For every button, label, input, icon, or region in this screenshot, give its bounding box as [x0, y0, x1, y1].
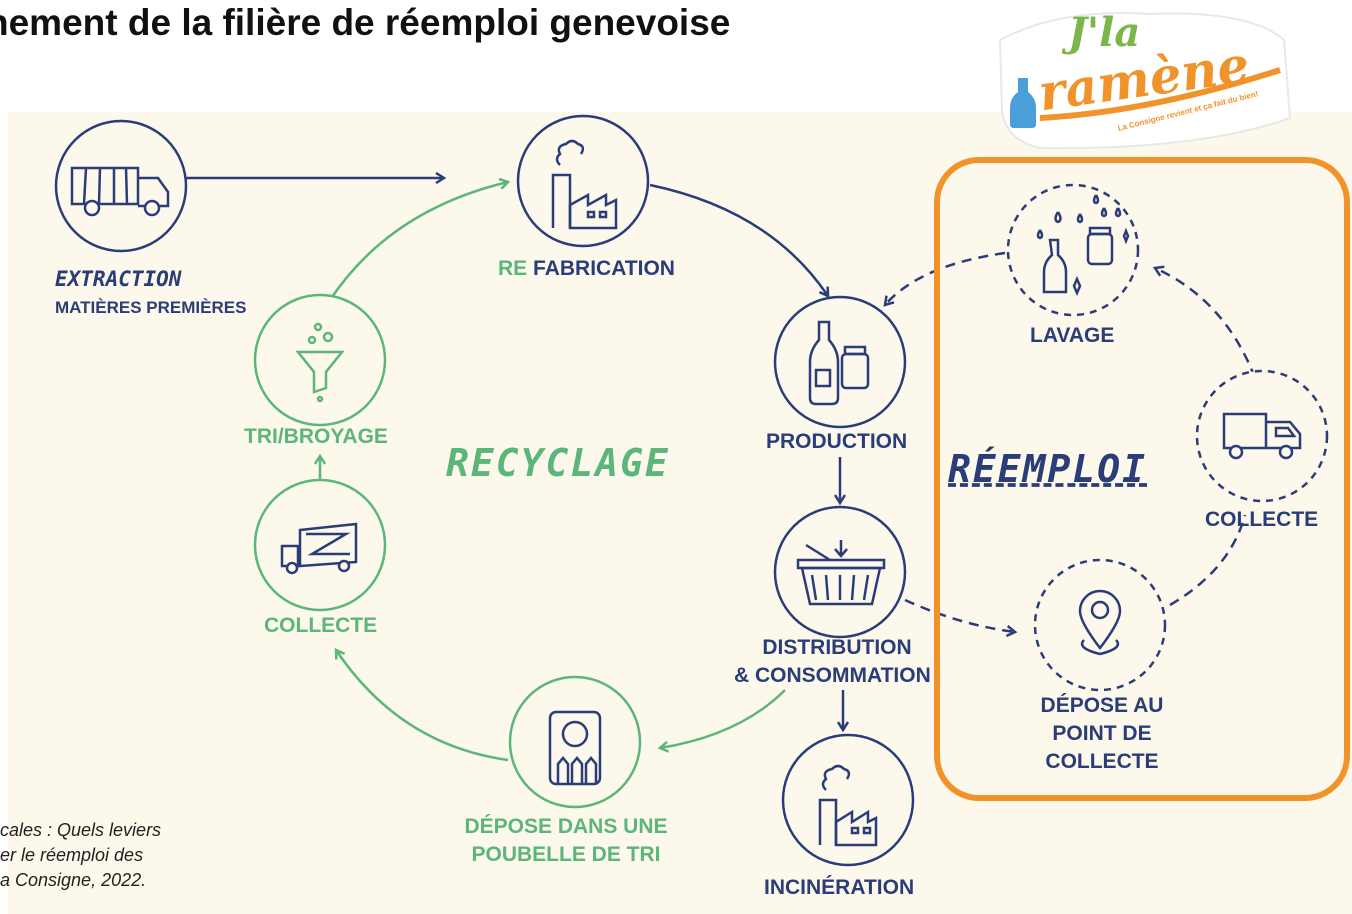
arrow-poubelle-to-collecte: [336, 650, 509, 762]
arrow-distribution-to-poubelle: [660, 689, 786, 748]
label-depose-poubelle-line1: DÉPOSE DANS UNE: [464, 815, 668, 838]
basket-icon: [773, 505, 907, 639]
label-collecte-reemploi: COLLECTE: [1205, 508, 1319, 531]
label-matieres-premieres: MATIÈRES PREMIÈRES: [55, 298, 247, 317]
label-extraction: EXTRACTION: [55, 267, 182, 291]
label-depose-point-line2: POINT DE: [1052, 722, 1152, 745]
label-depose-poubelle: DÉPOSE DANS UNE POUBELLE DE TRI: [448, 813, 684, 869]
label-distribution-line1: DISTRIBUTION: [762, 636, 912, 659]
source-caption: cales : Quels leviers er le réemploi des…: [0, 818, 161, 893]
label-depose-point-line3: COLLECTE: [1045, 750, 1159, 773]
arrow-depose-to-collecte: [1169, 514, 1247, 607]
location-pin-icon: [1033, 558, 1167, 692]
label-recyclage: RECYCLAGE: [446, 441, 670, 485]
label-collecte-recycling: COLLECTE: [264, 614, 378, 637]
arrow-fabrication-to-production: [649, 183, 828, 296]
label-refabrication-main: FABRICATION: [533, 257, 675, 280]
washing-icon: [1006, 183, 1140, 317]
label-depose-point-line1: DÉPOSE AU: [1040, 694, 1164, 717]
label-distribution: DISTRIBUTION & CONSOMMATION: [732, 634, 942, 690]
arrow-distribution-to-depose-point: [904, 598, 1015, 632]
reemploi-frame: [934, 157, 1350, 801]
label-distribution-line2: & CONSOMMATION: [734, 664, 931, 687]
label-refabrication-prefix: RE: [498, 257, 528, 280]
label-refabrication: RE FABRICATION: [498, 255, 675, 283]
flow-arrows: [186, 178, 1257, 762]
bottle-icon: [773, 295, 907, 429]
label-incineration: INCINÉRATION: [764, 876, 915, 899]
arrow-collecte-to-lavage: [1155, 268, 1257, 379]
label-depose-poubelle-line2: POUBELLE DE TRI: [471, 843, 661, 866]
caption-line2: er le réemploi des: [0, 845, 144, 865]
arrow-tri-to-fabrication: [328, 182, 508, 301]
label-tri-broyage: TRI/BROYAGE: [244, 425, 388, 448]
label-production: PRODUCTION: [766, 430, 908, 453]
garbage-truck-icon: [253, 478, 387, 612]
page-title: nement de la filière de réemploi genevoi…: [0, 2, 731, 43]
factory-icon: [516, 114, 650, 248]
arrow-lavage-to-production: [885, 251, 1006, 305]
funnel-icon: [253, 293, 387, 427]
label-depose-point: DÉPOSE AU POINT DE COLLECTE: [1030, 692, 1174, 776]
caption-line3: a Consigne, 2022.: [0, 870, 147, 890]
recycling-bin-icon: [508, 675, 642, 809]
label-lavage: LAVAGE: [1030, 324, 1115, 347]
logo-line1: J'la: [1068, 9, 1141, 56]
label-reemploi: RÉEMPLOI: [948, 447, 1148, 491]
delivery-truck-icon: [1195, 369, 1329, 503]
extraction-icon: [54, 119, 188, 253]
incineration-icon: [781, 733, 915, 867]
caption-line1: cales : Quels leviers: [0, 820, 162, 840]
jla-ramene-logo: [998, 12, 1292, 150]
